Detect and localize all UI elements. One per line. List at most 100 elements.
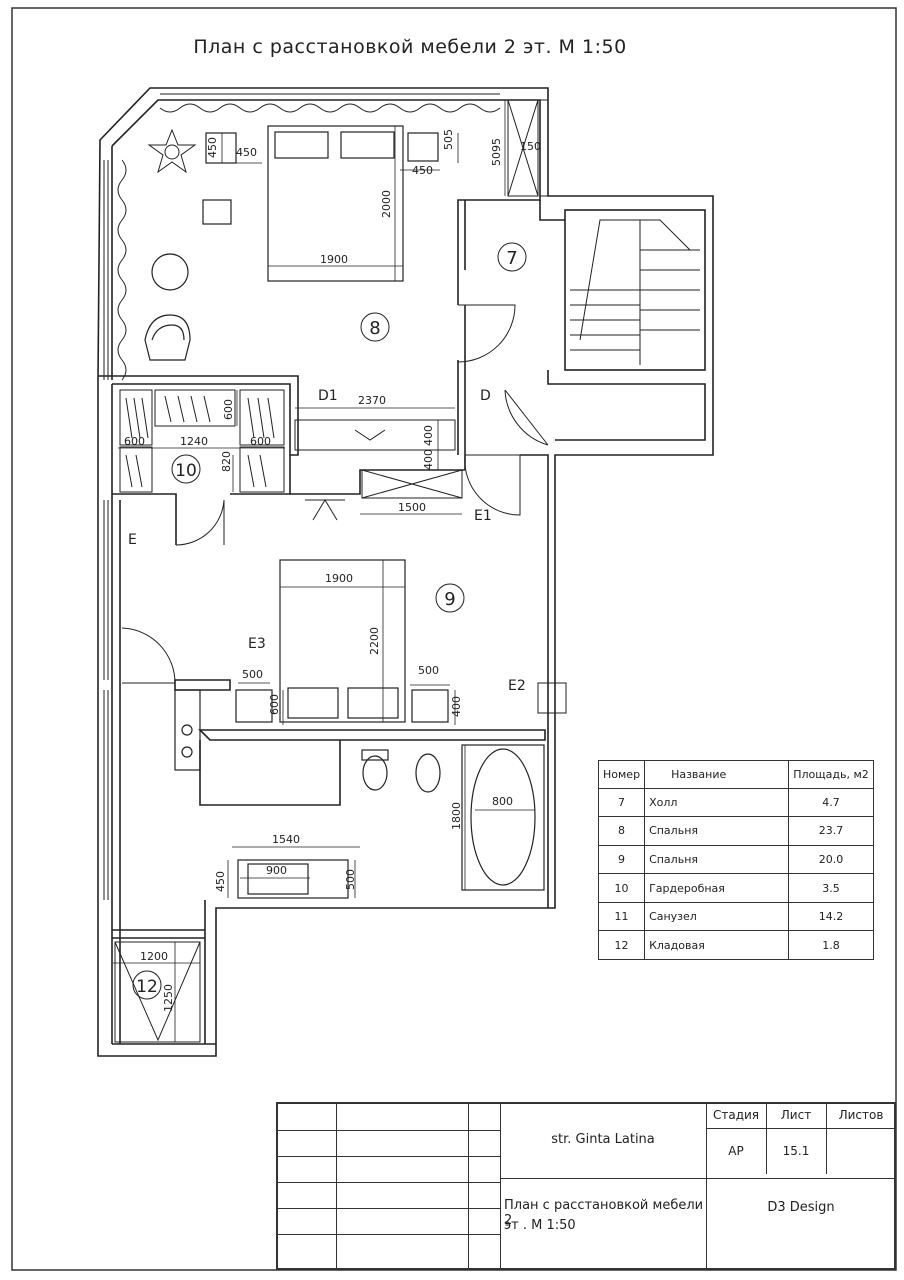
door-e (175, 499, 225, 546)
dim-text: 500 (242, 668, 263, 681)
dim-text: 450 (214, 871, 227, 892)
grid-line (336, 1104, 337, 1268)
room-schedule-table: Номер Название Площадь, м2 7 Холл 4.7 8 … (597, 760, 874, 960)
room-area: 14.2 (788, 901, 874, 932)
room-name: Холл (644, 787, 789, 818)
room-number: 7 (597, 787, 646, 818)
dim-text: 5095 (490, 138, 503, 166)
tag-e: E (128, 532, 137, 548)
room-name: Спальня (644, 844, 789, 875)
room-area: 20.0 (788, 844, 874, 875)
project-address: str. Ginta Latina (551, 1132, 655, 1147)
grid-line (278, 1156, 500, 1157)
table-header: Название (644, 760, 789, 789)
table-row: 8 Спальня 23.7 (597, 816, 874, 846)
dim-text: 2000 (380, 190, 393, 218)
grid-line (826, 1104, 827, 1174)
dim-text: 1900 (325, 572, 353, 585)
dim-text: 2370 (358, 394, 386, 407)
company-name: D3 Design (767, 1200, 835, 1215)
dim-text: 600 (250, 435, 271, 448)
room-name: Гардеробная (644, 873, 789, 903)
room-number: 10 (597, 873, 646, 903)
tag-e3: E3 (248, 636, 266, 652)
room-marker-10: 10 (175, 461, 197, 481)
dim-text: 600 (222, 399, 235, 420)
table-row: 10 Гардеробная 3.5 (597, 873, 874, 903)
exterior-wall-outer (97, 87, 714, 1057)
grid-line (500, 1178, 896, 1179)
tag-e1: E1 (474, 508, 492, 524)
room-number: 8 (597, 816, 646, 846)
drawing-title-line2: эт . М 1:50 (504, 1218, 576, 1233)
table-row: 9 Спальня 20.0 (597, 844, 874, 875)
door-hall (457, 304, 516, 363)
room-name: Спальня (644, 816, 789, 846)
table-header: Номер (597, 760, 646, 789)
room-area: 4.7 (788, 787, 874, 818)
room-marker-9: 9 (444, 589, 455, 610)
sheet-number: 15.1 (782, 1144, 810, 1158)
dim-text: 1900 (320, 253, 348, 266)
room-number: 12 (597, 930, 646, 960)
dim-text: 500 (418, 664, 439, 677)
stage-header: Стадия (712, 1108, 760, 1122)
dim-text: 1500 (398, 501, 426, 514)
grid-line (766, 1104, 767, 1174)
room-marker-12: 12 (136, 977, 158, 997)
dim-text: 500 (344, 869, 357, 890)
grid-line (500, 1104, 501, 1268)
door-d (504, 389, 549, 446)
title-block: str. Ginta Latina Стадия Лист Листов AP … (276, 1102, 896, 1270)
room-marker-7: 7 (506, 248, 517, 269)
room-number: 9 (597, 844, 646, 875)
dim-text: 400 (422, 425, 435, 446)
dim-text: 820 (220, 451, 233, 472)
grid-line (278, 1182, 500, 1183)
grid-line (468, 1104, 469, 1268)
grid-line (278, 1234, 500, 1235)
table-header-row: Номер Название Площадь, м2 (597, 760, 874, 789)
dim-text: 1240 (180, 435, 208, 448)
grid-line (706, 1104, 707, 1268)
sheet-header: Лист (780, 1108, 812, 1122)
curtain-top (159, 103, 501, 113)
room-number: 11 (597, 901, 646, 932)
dim-text: 450 (206, 137, 219, 158)
dim-text: 600 (268, 694, 281, 715)
dim-text: 1540 (272, 833, 300, 846)
dim-text: 505 (442, 129, 455, 150)
curtain-left (117, 159, 127, 381)
table-row: 7 Холл 4.7 (597, 787, 874, 818)
dim-text: 800 (492, 795, 513, 808)
room-area: 3.5 (788, 873, 874, 903)
room-area: 23.7 (788, 816, 874, 846)
room-name: Санузел (644, 901, 789, 932)
bed-9 (279, 559, 406, 723)
dim-text: 150 (520, 140, 541, 153)
dim-text: 450 (236, 146, 257, 159)
table-header: Площадь, м2 (788, 760, 874, 789)
drawing-title-line1: План с расстановкой мебели 2 (504, 1198, 704, 1228)
tag-e2: E2 (508, 678, 526, 694)
room-marker-8: 8 (369, 318, 380, 339)
stage-value: AP (728, 1144, 744, 1158)
grid-line (706, 1128, 896, 1129)
door-e1 (464, 454, 521, 516)
room-name: Кладовая (644, 930, 789, 960)
grid-line (278, 1130, 500, 1131)
table-row: 12 Кладовая 1.8 (597, 930, 874, 960)
grid-line (278, 1208, 500, 1209)
room-area: 1.8 (788, 930, 874, 960)
dim-text: 450 (412, 164, 433, 177)
dim-text: 1250 (162, 984, 175, 1012)
tag-d: D (480, 388, 491, 404)
sheet-title: План с расстановкой мебели 2 эт. М 1:50 (193, 36, 627, 58)
plant-icon (147, 128, 197, 174)
dim-text: 1200 (140, 950, 168, 963)
bathtub (461, 744, 545, 891)
dim-text: 400 (450, 696, 463, 717)
dim-text: 1800 (450, 802, 463, 830)
